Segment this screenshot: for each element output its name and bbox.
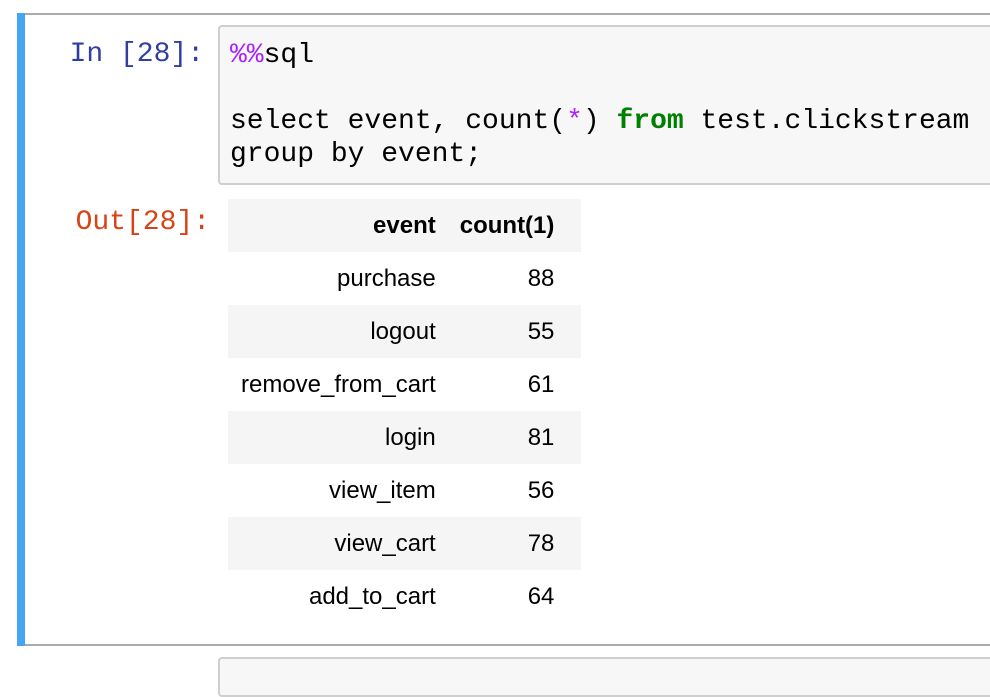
- code-line: group by event;: [230, 138, 990, 171]
- table-row: view_item 56: [228, 464, 581, 517]
- table-row: purchase 88: [228, 252, 581, 305]
- column-header-event: event: [228, 199, 449, 252]
- result-table: event count(1) purchase 88 logout 55 rem…: [228, 199, 582, 623]
- column-header-count: count(1): [448, 199, 582, 252]
- cell-input-row: In [28]: %%sql select event, count(*) fr…: [25, 25, 990, 185]
- code-text: group by event;: [230, 139, 483, 170]
- table-row: login 81: [228, 411, 582, 464]
- code-cell[interactable]: In [28]: %%sql select event, count(*) fr…: [25, 13, 990, 646]
- event-cell: logout: [370, 317, 436, 345]
- code-line: %%sql: [230, 39, 990, 72]
- event-cell: login: [385, 423, 436, 451]
- code-editor[interactable]: %%sql select event, count(*) from test.c…: [218, 25, 990, 185]
- next-cell-editor[interactable]: [218, 657, 990, 697]
- event-cell: view_item: [329, 476, 436, 504]
- count-cell: 56: [527, 476, 555, 504]
- event-cell: purchase: [337, 264, 436, 292]
- table-row: view_cart 78: [228, 517, 582, 570]
- count-cell: 64: [527, 582, 555, 610]
- count-cell: 78: [527, 529, 555, 557]
- count-cell: 88: [527, 264, 555, 292]
- code-line-blank: [230, 72, 990, 105]
- code-text: test.clickstream: [683, 106, 970, 137]
- code-text: select event, count(: [230, 106, 567, 137]
- count-cell: 61: [527, 370, 555, 398]
- cell-output-row: Out[28]: event count(1) purchase 88 logo…: [25, 199, 990, 623]
- table-row: remove_from_cart 61: [228, 358, 581, 411]
- table-header-row: event count(1): [228, 199, 582, 252]
- event-cell: add_to_cart: [308, 582, 436, 610]
- code-text: ): [582, 106, 617, 137]
- count-cell: 55: [527, 317, 555, 345]
- selected-cell-indicator: [17, 13, 25, 646]
- input-prompt: In [28]:: [69, 39, 204, 70]
- code-text: sql: [263, 40, 315, 71]
- operator-token: *: [566, 106, 583, 137]
- keyword-token: from: [616, 106, 684, 137]
- event-cell: view_cart: [334, 529, 436, 557]
- count-cell: 81: [527, 423, 555, 451]
- output-prompt: Out[28]:: [75, 207, 210, 238]
- event-cell: remove_from_cart: [241, 370, 436, 398]
- table-row: add_to_cart 64: [228, 570, 581, 623]
- table-row: logout 55: [228, 305, 582, 358]
- magic-token: %%: [230, 40, 264, 71]
- code-line: select event, count(*) from test.clickst…: [230, 105, 990, 138]
- output-area: event count(1) purchase 88 logout 55 rem…: [228, 199, 582, 623]
